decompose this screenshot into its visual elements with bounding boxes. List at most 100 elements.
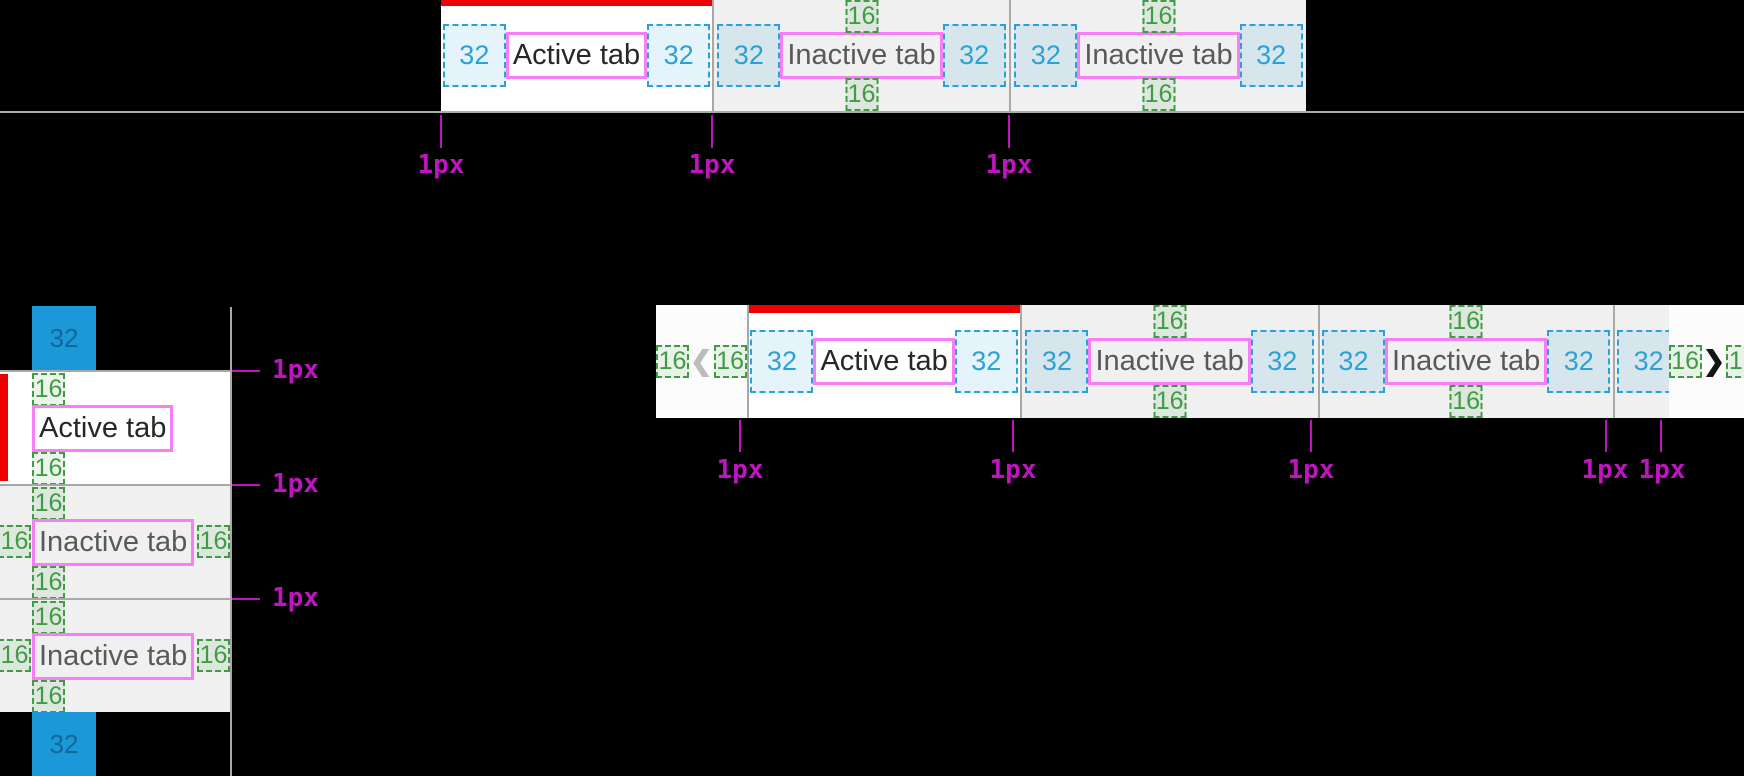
spacing-16-value: 16 [34, 489, 63, 517]
chevron-left-icon: ❮ [690, 346, 713, 376]
tab-row-inactive[interactable]: 16 16 Inactive tab 16 16 [0, 486, 230, 599]
tab-row-inactive[interactable]: 16 16 Inactive tab 16 16 [0, 600, 230, 713]
spacing-32-value: 32 [49, 728, 79, 759]
spacing-32-marker: 32 [942, 24, 1006, 87]
tab-label-box: Active tab [32, 405, 174, 452]
tab-label: Inactive tab [1391, 345, 1541, 377]
active-tab-indicator [441, 0, 712, 6]
spacing-16-value: 16 [34, 568, 63, 596]
scrollable-tab-bar: 16 ❮ 16 32 Active tab 32 16 32 Inactive … [656, 305, 1744, 418]
tab-inactive-item[interactable]: 16 32 Inactive tab 32 16 [1319, 305, 1613, 418]
spacing-16-marker: 16 [1668, 345, 1702, 378]
spacing-32-marker: 32 [750, 330, 814, 393]
one-px-label: 1px [272, 583, 319, 613]
spacing-32-value: 32 [459, 40, 490, 70]
tab-label: Inactive tab [787, 39, 936, 71]
list-divider [0, 484, 230, 486]
tab-label-box: Active tab [505, 32, 648, 79]
spacing-16-marker: 16 [713, 345, 747, 378]
spacing-32-square: 32 [32, 712, 96, 776]
spacing-16-marker: 16 [0, 525, 31, 558]
spacing-16-value: 16 [716, 347, 745, 375]
tab-label: Inactive tab [1084, 39, 1233, 71]
spacing-32-value: 32 [971, 346, 1002, 376]
spacing-16-marker: 16 [1142, 78, 1175, 111]
tab-inactive-item[interactable]: 16 32 Inactive tab 32 16 [1011, 0, 1306, 111]
one-px-label: 1px [1581, 455, 1629, 485]
tab-label-box: Inactive tab [1088, 338, 1251, 385]
one-px-label: 1px [716, 455, 764, 485]
tab-active-item[interactable]: 32 Active tab 32 [748, 305, 1020, 418]
spacing-16-marker: 16 [845, 78, 878, 111]
spacing-32-value: 32 [1633, 346, 1664, 376]
spacing-32-value: 32 [959, 40, 990, 70]
tab-label-box: Inactive tab [1077, 32, 1240, 79]
spacing-32-marker: 32 [717, 24, 781, 87]
spacing-32-value: 32 [766, 346, 797, 376]
spacing-16-value: 16 [34, 603, 63, 631]
tab-inactive-item[interactable]: 16 32 Inactive tab 32 16 [714, 0, 1009, 111]
spacing-16-marker: 16 [32, 566, 65, 599]
spacing-32-marker: 32 [1321, 330, 1385, 393]
one-px-tick [440, 115, 442, 148]
spacing-32-marker: 32 [1547, 330, 1611, 393]
spacing-16-value: 16 [1728, 347, 1744, 375]
one-px-tick [232, 370, 260, 372]
scroll-button-right[interactable]: 16 ❯ 16 [1668, 305, 1744, 418]
one-px-label: 1px [272, 355, 319, 385]
tab-row-active[interactable]: 16 Active tab 16 [0, 372, 230, 485]
spacing-16-value: 16 [1155, 387, 1184, 415]
one-px-label: 1px [272, 469, 319, 499]
list-divider [0, 598, 230, 600]
spacing-16-value: 16 [847, 80, 876, 108]
scroll-button-left[interactable]: 16 ❮ 16 [656, 305, 747, 418]
spacing-16-marker: 16 [656, 345, 689, 378]
tab-divider [1612, 305, 1615, 418]
tab-inactive-item[interactable]: 16 32 Inactive tab 32 16 [1021, 305, 1318, 418]
spacing-16-marker: 16 [32, 680, 65, 713]
spacing-32-marker: 32 [1250, 330, 1314, 393]
active-tab-indicator [0, 374, 8, 481]
spacing-32-value: 32 [1267, 346, 1298, 376]
tab-label-box: Active tab [813, 338, 955, 385]
spacing-16-marker: 16 [1449, 305, 1483, 338]
spacing-16-marker: 16 [1726, 345, 1744, 378]
chevron-right-icon: ❯ [1702, 346, 1726, 376]
tab-label-box: Inactive tab [32, 633, 195, 680]
tab-partial-item[interactable]: 32 [1614, 305, 1669, 418]
spacing-16-value: 16 [34, 682, 63, 710]
spacing-16-marker: 16 [32, 601, 65, 634]
top-tab-bar: 32 Active tab 32 16 32 Inactive tab 32 1… [441, 0, 1306, 111]
tab-label-box: Inactive tab [780, 32, 943, 79]
spacing-16-value: 16 [1144, 2, 1173, 30]
spacing-16-value: 16 [34, 375, 63, 403]
spacing-16-marker: 16 [845, 0, 878, 33]
tab-label: Inactive tab [39, 640, 188, 672]
spacing-16-value: 16 [658, 347, 687, 375]
spacing-32-square: 32 [32, 306, 96, 370]
spacing-16-marker: 16 [32, 373, 65, 406]
tab-label-box: Inactive tab [1384, 338, 1548, 385]
vertical-tab-list: 32 16 Active tab 16 16 16 Inactive tab 1… [0, 306, 319, 776]
spacing-32-marker: 32 [1025, 330, 1089, 393]
one-px-tick [232, 484, 260, 486]
spacing-16-value: 16 [1144, 80, 1173, 108]
spacing-16-marker: 16 [1153, 305, 1187, 338]
spacing-16-marker: 16 [1449, 385, 1483, 418]
spacing-16-marker: 16 [0, 639, 31, 672]
spacing-32-marker: 32 [1239, 24, 1303, 87]
measure-guide-line [230, 307, 232, 776]
spacing-16-value: 16 [0, 641, 29, 669]
spacing-16-value: 16 [847, 2, 876, 30]
spacing-32-marker: 32 [647, 24, 711, 87]
tab-divider [746, 305, 749, 418]
spacing-32-value: 32 [1256, 40, 1287, 70]
one-px-tick [1660, 420, 1662, 452]
one-px-label: 1px [688, 150, 736, 180]
one-px-label: 1px [1287, 455, 1335, 485]
tab-active-item[interactable]: 32 Active tab 32 [441, 0, 712, 111]
one-px-label: 1px [989, 455, 1037, 485]
one-px-tick [711, 115, 713, 148]
spacing-16-marker: 16 [32, 487, 65, 520]
one-px-tick [1012, 420, 1014, 452]
